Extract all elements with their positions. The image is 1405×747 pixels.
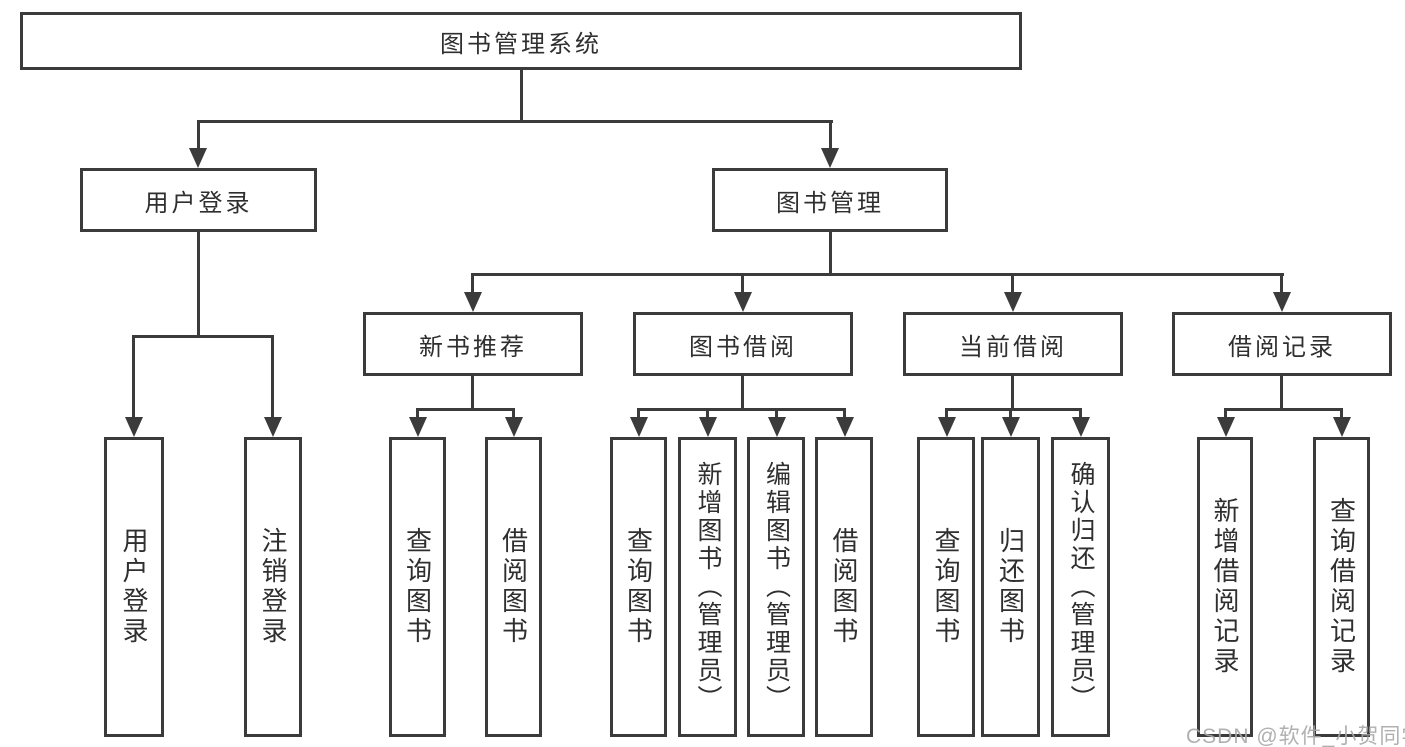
node-book-management: 图书管理 — [712, 168, 948, 232]
leaf-logout: 注销登录 — [244, 437, 302, 737]
csdn-watermark: CSDN @软件_小贺同学 — [1186, 725, 1405, 747]
leaf-current-query-books: 查询图书 — [917, 437, 975, 737]
node-label: 查询图书 — [623, 527, 654, 647]
node-label: 注销登录 — [258, 527, 288, 647]
node-label: 图书借阅 — [689, 333, 797, 361]
arrowhead-down-icon — [768, 417, 786, 437]
connector-vline — [132, 335, 135, 417]
node-label: 借阅图书 — [829, 527, 859, 647]
connector-vline — [1079, 408, 1082, 419]
connector-vline — [1011, 376, 1014, 408]
connector-hline — [1224, 408, 1342, 411]
node-root-library-system: 图书管理系统 — [20, 12, 1022, 70]
connector-vline — [1340, 408, 1343, 419]
connector-vline — [775, 408, 778, 419]
node-label: 当前借阅 — [959, 333, 1067, 361]
connector-hline — [132, 335, 274, 338]
arrowhead-down-icon — [734, 292, 752, 312]
node-label: 用户登录 — [119, 527, 149, 647]
node-label: 借阅图书 — [498, 527, 529, 647]
connector-vline — [197, 120, 200, 148]
arrowhead-down-icon — [630, 417, 648, 437]
connector-vline — [520, 70, 523, 120]
connector-hline — [637, 408, 845, 411]
connector-vline — [271, 335, 274, 417]
node-label: 新书推荐 — [419, 333, 527, 361]
node-label: 新增借阅记录 — [1210, 497, 1240, 677]
node-label: 确认归还（管理员） — [1067, 461, 1095, 713]
connector-vline — [1280, 273, 1283, 292]
node-borrow-records: 借阅记录 — [1172, 312, 1392, 376]
connector-vline — [637, 408, 640, 419]
connector-vline — [706, 408, 709, 419]
connector-vline — [741, 376, 744, 408]
leaf-confirm-return-admin: 确认归还（管理员） — [1051, 437, 1110, 737]
leaf-add-book-admin: 新增图书（管理员） — [678, 437, 737, 737]
leaf-edit-book-admin: 编辑图书（管理员） — [747, 437, 805, 737]
leaf-borrowing-borrow-books: 借阅图书 — [815, 437, 873, 737]
connector-hline — [471, 273, 1284, 276]
connector-vline — [829, 120, 832, 148]
leaf-query-borrow-record: 查询借阅记录 — [1313, 437, 1370, 737]
leaf-recommend-borrow-books: 借阅图书 — [485, 437, 542, 737]
connector-vline — [1280, 376, 1283, 408]
connector-vline — [197, 232, 200, 335]
arrowhead-down-icon — [1004, 292, 1022, 312]
connector-vline — [843, 408, 846, 419]
connector-vline — [1011, 273, 1014, 292]
node-label: 图书管理系统 — [440, 30, 602, 58]
node-user-login: 用户登录 — [80, 168, 317, 232]
node-label: 新增图书（管理员） — [694, 461, 722, 713]
connector-vline — [741, 273, 744, 292]
leaf-return-books: 归还图书 — [981, 437, 1040, 737]
arrowhead-down-icon — [938, 417, 956, 437]
arrowhead-down-icon — [699, 417, 717, 437]
connector-vline — [945, 408, 948, 419]
node-label: 图书管理 — [776, 189, 884, 217]
node-label: 查询图书 — [402, 527, 433, 647]
connector-vline — [512, 408, 515, 419]
arrowhead-down-icon — [1072, 417, 1090, 437]
arrowhead-down-icon — [1217, 417, 1235, 437]
arrowhead-down-icon — [1273, 292, 1291, 312]
node-label: 用户登录 — [144, 189, 253, 217]
node-label: 编辑图书（管理员） — [762, 461, 791, 713]
node-label: 查询图书 — [931, 527, 961, 647]
node-book-borrowing: 图书借阅 — [633, 312, 853, 376]
arrowhead-down-icon — [836, 417, 854, 437]
node-label: 查询借阅记录 — [1326, 497, 1357, 677]
arrowhead-down-icon — [189, 148, 207, 168]
leaf-add-borrow-record: 新增借阅记录 — [1197, 437, 1253, 737]
connector-hline — [197, 120, 833, 123]
leaf-recommend-query-books: 查询图书 — [389, 437, 446, 737]
connector-vline — [416, 408, 419, 419]
connector-vline — [1009, 408, 1012, 419]
connector-hline — [945, 408, 1081, 411]
arrowhead-down-icon — [125, 417, 143, 437]
arrowhead-down-icon — [264, 417, 282, 437]
connector-vline — [829, 232, 832, 273]
arrowhead-down-icon — [505, 417, 523, 437]
arrowhead-down-icon — [1333, 417, 1351, 437]
arrowhead-down-icon — [409, 417, 427, 437]
arrowhead-down-icon — [1002, 417, 1020, 437]
arrowhead-down-icon — [821, 148, 839, 168]
leaf-user-login: 用户登录 — [104, 437, 164, 737]
connector-vline — [1224, 408, 1227, 419]
leaf-borrowing-query-books: 查询图书 — [610, 437, 667, 737]
connector-vline — [471, 376, 474, 408]
node-new-book-recommend: 新书推荐 — [363, 312, 583, 376]
connector-hline — [416, 408, 515, 411]
connector-vline — [471, 273, 474, 292]
node-label: 归还图书 — [995, 527, 1026, 647]
arrowhead-down-icon — [464, 292, 482, 312]
node-label: 借阅记录 — [1228, 333, 1336, 361]
node-current-borrowing: 当前借阅 — [903, 312, 1123, 376]
